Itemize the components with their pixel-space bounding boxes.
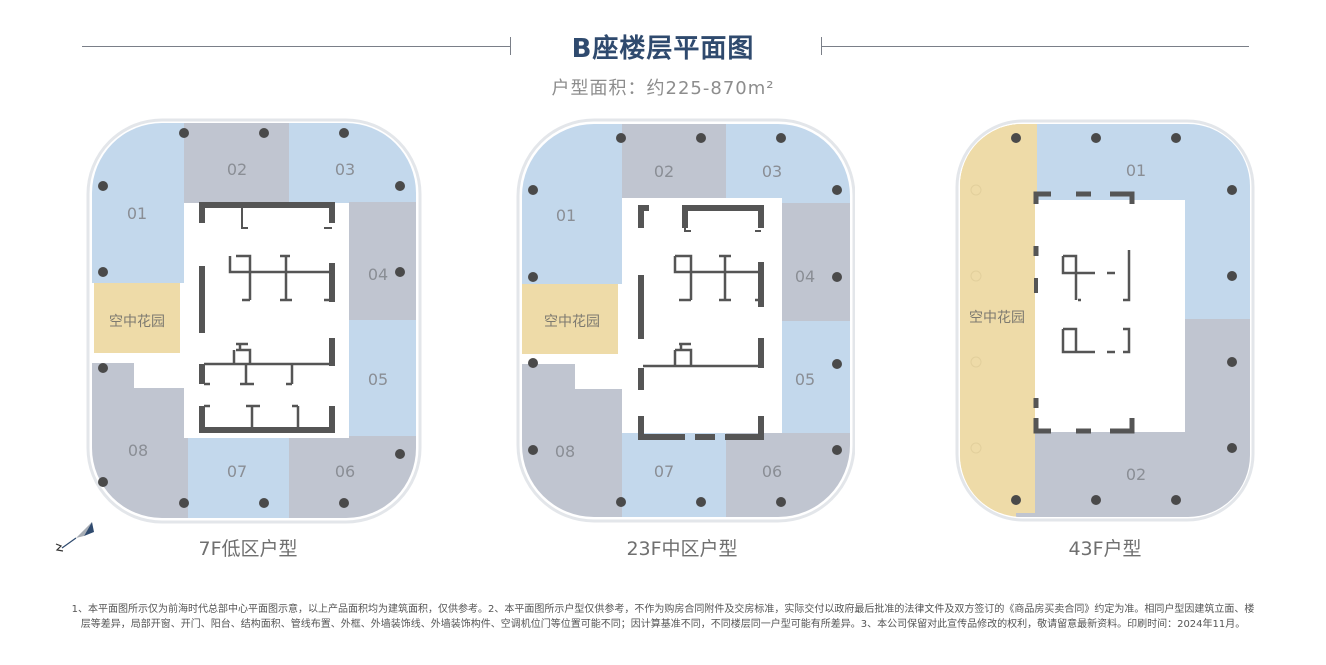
svg-text:07: 07 (227, 462, 247, 481)
floor-plan-23f-label: 23F中区户型 (626, 538, 738, 560)
area-range-subtitle: 户型面积：约225-870m² (551, 78, 775, 99)
svg-text:05: 05 (795, 370, 815, 389)
floor-plan-43f-label: 43F户型 (1068, 538, 1142, 560)
svg-text:空中花园: 空中花园 (544, 314, 600, 330)
svg-text:06: 06 (335, 462, 355, 481)
title-rule-left-tick (510, 37, 511, 55)
unit-01 (522, 124, 622, 284)
title-rule-left (82, 46, 510, 47)
unit-05 (782, 321, 850, 437)
svg-text:02: 02 (1126, 465, 1146, 484)
floor-plan-23f: 01 02 03 04 05 06 07 08 空中花园 (515, 118, 855, 528)
sky-garden (522, 284, 618, 354)
svg-text:08: 08 (128, 441, 148, 460)
structural-columns (1011, 133, 1237, 505)
disclaimer-line-1: 1、本平面图所示仅为前海时代总部中心平面图示意，以上产品面积均为建筑面积，仅供参… (71, 604, 1255, 615)
north-arrow-icon (52, 518, 102, 562)
structural-columns (528, 133, 842, 507)
unit-04 (349, 202, 416, 320)
svg-text:03: 03 (762, 162, 782, 181)
unit-08 (92, 363, 188, 518)
unit-03 (726, 124, 850, 206)
svg-text:08: 08 (555, 442, 575, 461)
svg-text:03: 03 (335, 160, 355, 179)
unit-07 (622, 433, 726, 517)
structural-columns (98, 128, 405, 508)
title-rule-right (821, 46, 1249, 47)
page-title: B座楼层平面图 (571, 34, 755, 64)
disclaimer-line-2: 层等差异，局部开窗、开门、阳台、结构面积、管线布置、外框、外墙装饰线、外墙装饰构… (80, 619, 1246, 630)
svg-text:空中花园: 空中花园 (969, 310, 1025, 326)
unit-06 (726, 433, 850, 517)
floor-plan-7f: 01 02 03 04 05 06 07 08 空中花园 (84, 118, 424, 528)
svg-text:空中花园: 空中花园 (109, 314, 165, 330)
svg-text:04: 04 (368, 265, 388, 284)
unit-02 (184, 123, 289, 205)
svg-text:02: 02 (227, 160, 247, 179)
svg-text:01: 01 (127, 204, 147, 223)
svg-text:01: 01 (1126, 161, 1146, 180)
svg-text:06: 06 (762, 462, 782, 481)
floor-plan-23f-drawing: 01 02 03 04 05 06 07 08 空中花园 (516, 118, 855, 523)
svg-text:07: 07 (654, 462, 674, 481)
floor-plan-7f-label: 7F低区户型 (198, 538, 298, 560)
unit-06 (289, 436, 416, 518)
disclaimer-footnote: 1、本平面图所示仅为前海时代总部中心平面图示意，以上产品面积均为建筑面积，仅供参… (0, 602, 1326, 632)
floor-plan-43f-drawing: 01 02 空中花园 (955, 119, 1255, 522)
unit-04 (782, 203, 850, 321)
svg-text:02: 02 (654, 162, 674, 181)
unit-05 (349, 320, 416, 438)
floor-plan-43f: 01 02 空中花园 (955, 118, 1255, 528)
sky-garden (94, 283, 180, 353)
svg-text:04: 04 (795, 267, 815, 286)
svg-text:05: 05 (368, 370, 388, 389)
unit-07 (184, 436, 289, 518)
unit-01 (92, 123, 188, 283)
svg-text:01: 01 (556, 206, 576, 225)
floor-plan-7f-drawing: 01 02 03 04 05 06 07 08 空中花园 (86, 118, 422, 524)
unit-02 (622, 124, 726, 206)
